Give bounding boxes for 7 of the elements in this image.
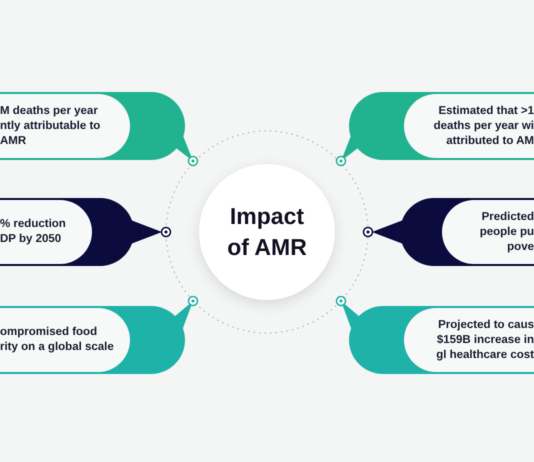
callout-text: ompromised food rity on a global scale — [0, 325, 115, 355]
callout-text: Projected to caus $159B increase in gl healthcare cost — [435, 318, 534, 362]
title-text: Impact of AMR — [226, 202, 308, 262]
callout-text: % reduction DP by 2050 — [0, 217, 67, 247]
callout-text: Estimated that >1 deaths per year wi attributed to AM — [432, 104, 534, 148]
callout-text: Predicted people pu pove — [478, 210, 534, 254]
callout-text: M deaths per year ntly attributable to AMR — [0, 104, 102, 148]
